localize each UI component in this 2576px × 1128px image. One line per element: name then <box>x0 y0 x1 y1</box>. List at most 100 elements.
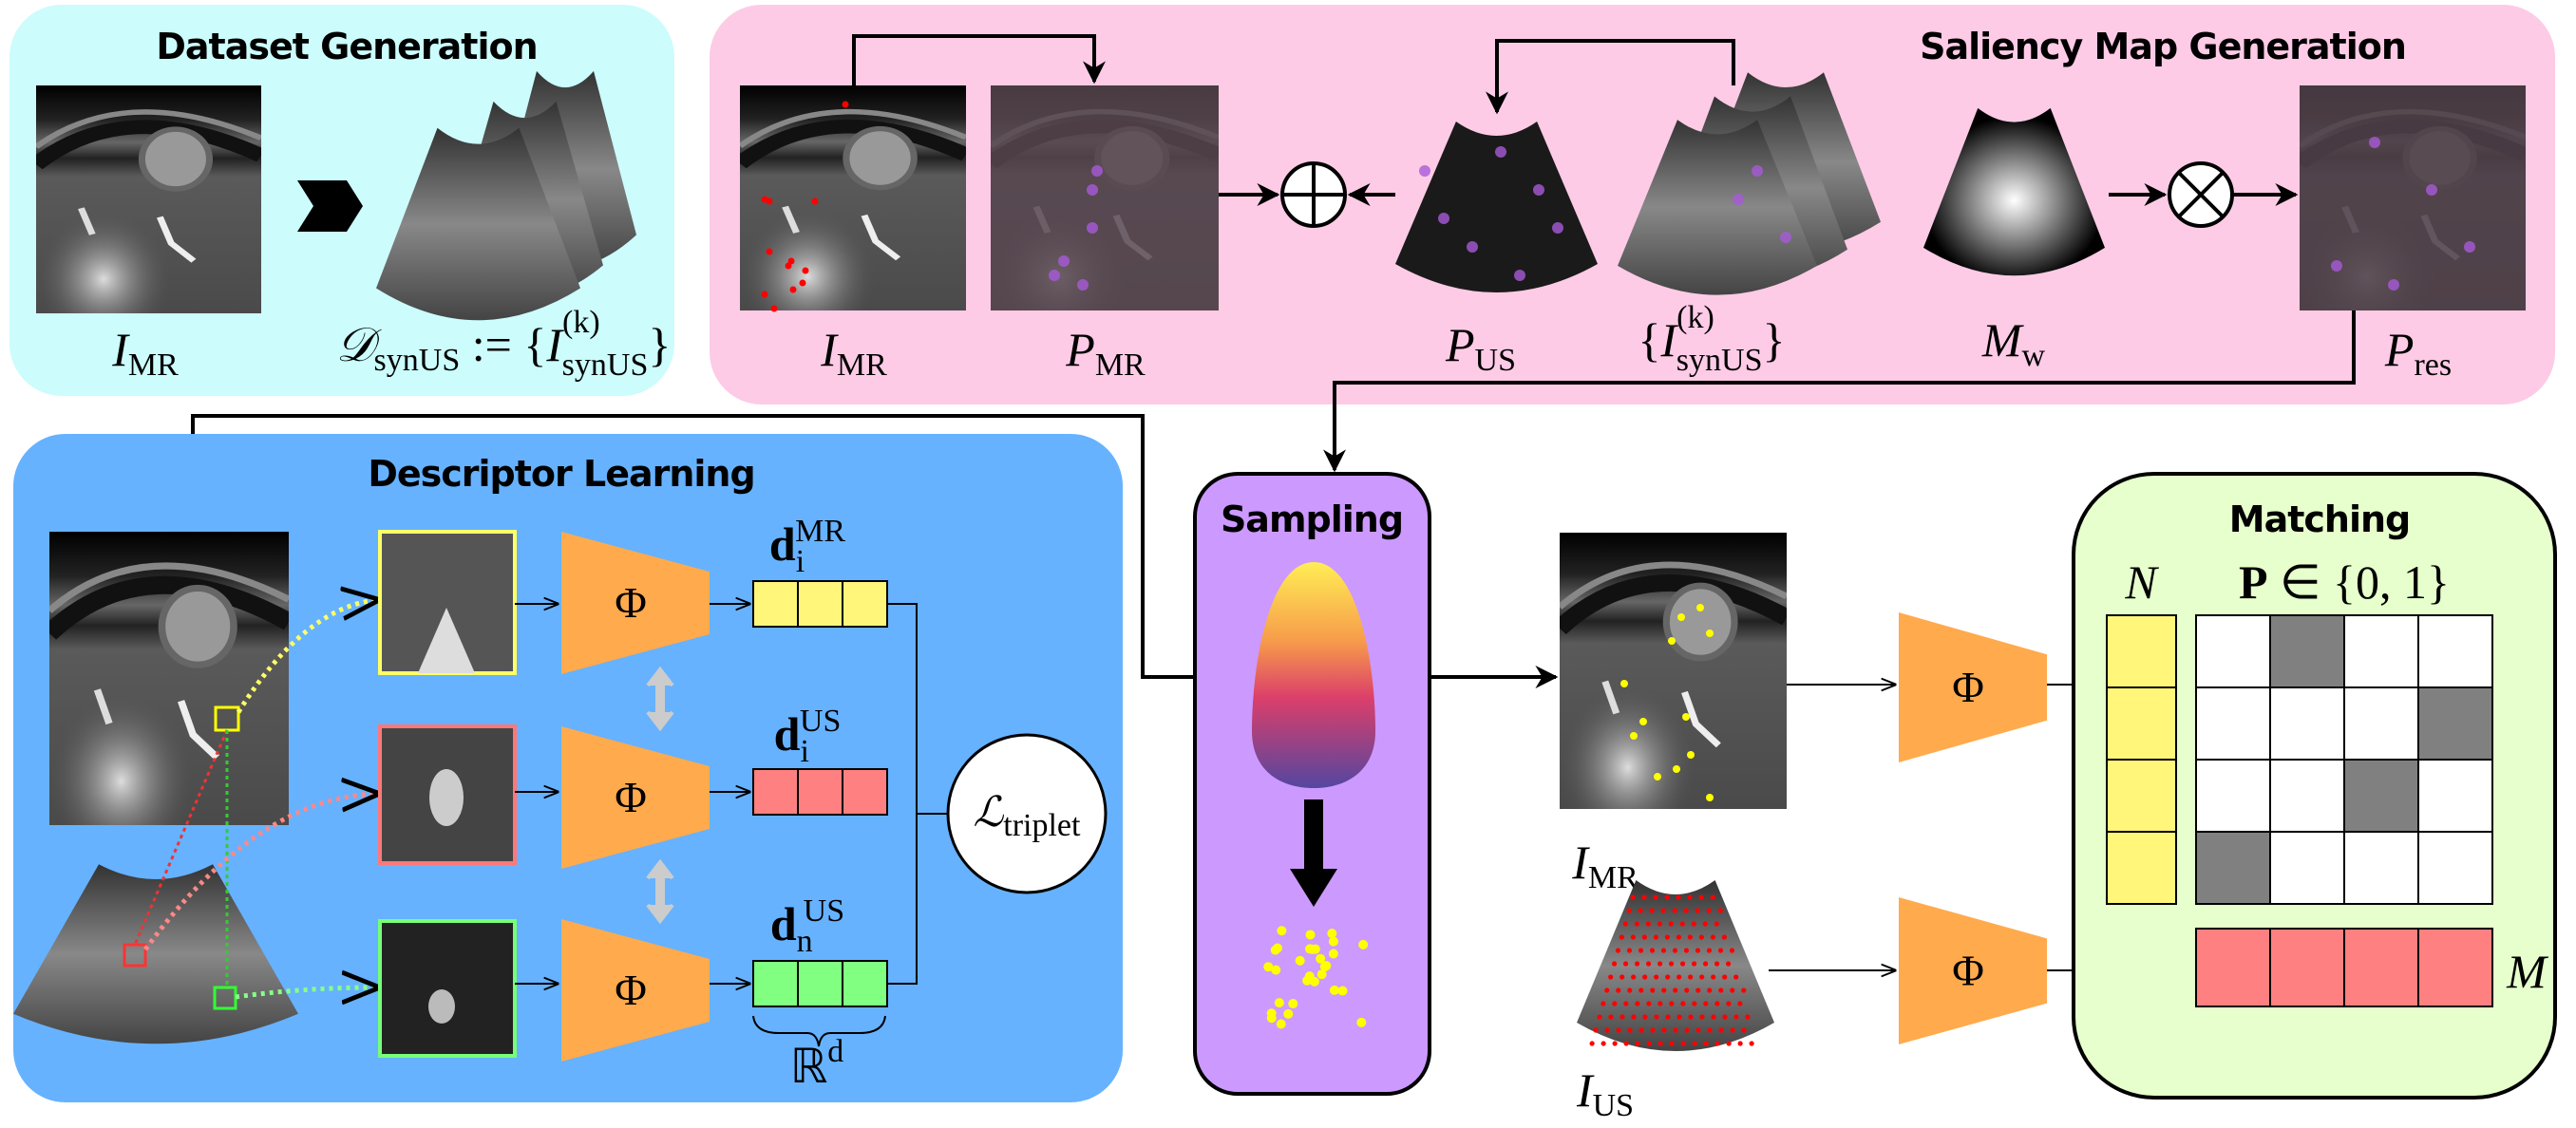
phi-label: Φ <box>1952 663 1984 711</box>
grid-keypoint <box>1657 1001 1663 1006</box>
descriptor-mr-image <box>49 532 289 825</box>
sample-point <box>1358 939 1369 949</box>
times-cross <box>2177 171 2225 218</box>
triplet-connector <box>886 603 948 985</box>
grid-keypoint <box>1706 908 1712 913</box>
grid-keypoint <box>1616 987 1621 993</box>
label-p-set: P ∈ {0, 1} <box>2239 555 2450 609</box>
sample-point <box>1328 949 1338 959</box>
grid-keypoint <box>1707 987 1713 993</box>
grid-keypoint <box>1729 948 1735 953</box>
grid-keypoint <box>1673 987 1678 993</box>
grid-keypoint <box>1642 1014 1648 1020</box>
phi-label: Φ <box>615 578 647 627</box>
grid-keypoint <box>1695 908 1700 913</box>
sample-point <box>1316 969 1327 980</box>
label-d-mr: diMR <box>769 514 845 579</box>
matching-encoder-us: Φ <box>1899 897 2047 1044</box>
arrow-imr-to-pmr <box>852 34 1106 85</box>
grid-keypoint <box>1660 948 1667 953</box>
encoder-trapezoid <box>1899 897 2047 1044</box>
saliency-peak <box>1495 146 1506 158</box>
grid-keypoint <box>1669 1001 1675 1006</box>
sample-point <box>1305 930 1316 940</box>
grid-keypoint <box>1683 908 1689 913</box>
assignment-cell <box>2269 831 2345 905</box>
mr-sampled-keypoints <box>1620 604 1714 801</box>
us-grid-keypoints <box>1589 894 1754 1046</box>
vector-cell <box>842 580 888 628</box>
grid-keypoint <box>1664 894 1670 900</box>
label-m-w: Mw <box>1981 313 2046 373</box>
grid-keypoint <box>1619 974 1625 980</box>
grid-keypoint <box>1631 974 1637 980</box>
descriptor-vector-us-positive <box>515 768 888 816</box>
grid-keypoint <box>1660 908 1666 913</box>
grid-keypoint <box>1650 1027 1656 1033</box>
grid-keypoint <box>1683 948 1690 953</box>
encoder-trapezoid <box>561 532 710 674</box>
grid-keypoint <box>1691 961 1697 967</box>
grid-keypoint <box>1627 1027 1633 1033</box>
grid-keypoint <box>1688 974 1694 980</box>
grid-keypoint <box>1714 1041 1720 1046</box>
matching-us-image <box>1577 880 1774 1051</box>
grid-keypoint <box>1733 974 1739 980</box>
grid-keypoint <box>1611 961 1618 967</box>
assignment-cell <box>2269 686 2345 761</box>
keypoint <box>789 286 797 293</box>
saliency-peak <box>1058 255 1070 267</box>
dimension-brace <box>752 1015 886 1047</box>
saliency-label-i-mr: IMR <box>820 323 887 383</box>
plus-cross <box>1282 163 1345 226</box>
grid-keypoint <box>1669 1041 1675 1046</box>
vector-cell <box>797 960 843 1007</box>
sampled-points <box>1263 926 1369 1029</box>
grid-keypoint <box>1676 894 1681 900</box>
matching-label-i-mr: IMR <box>1571 836 1638 895</box>
keypoint <box>1630 732 1638 740</box>
grid-keypoint <box>1706 948 1713 953</box>
mr-patch-link <box>236 600 376 714</box>
grid-keypoint <box>1737 1041 1743 1046</box>
grid-keypoint <box>1717 948 1724 953</box>
grid-keypoint <box>1623 1041 1629 1046</box>
grid-keypoint <box>1615 948 1621 953</box>
grid-keypoint <box>1699 1014 1705 1020</box>
assignment-cell <box>2343 759 2419 833</box>
saliency-peak <box>2464 241 2475 253</box>
sample-point <box>1283 1008 1294 1019</box>
grid-keypoint <box>1703 1001 1709 1006</box>
grid-keypoint <box>1722 1014 1728 1020</box>
encoder-phi-2: Φ <box>561 726 710 869</box>
saliency-peak <box>2331 260 2342 272</box>
keypoint <box>1639 718 1647 725</box>
sample-point <box>1307 944 1317 954</box>
assignment-cell <box>2343 831 2419 905</box>
sample-point <box>1272 943 1282 953</box>
chevron-arrow-icon <box>297 180 363 232</box>
assignment-cell <box>2417 831 2493 905</box>
assignment-cell <box>2417 759 2493 833</box>
mr-descriptor-cell <box>2106 759 2177 833</box>
matching-panel: Matching N P ∈ {0, 1} M <box>2072 472 2557 1100</box>
assignment-cell <box>2417 686 2493 761</box>
saliency-peak <box>2388 279 2399 291</box>
encoder-phi-1: Φ <box>561 532 710 674</box>
grid-keypoint <box>1638 908 1643 913</box>
grid-keypoint <box>1684 1027 1690 1033</box>
us-descriptor-cell <box>2269 928 2345 1007</box>
grid-keypoint <box>1702 921 1708 927</box>
correspondence-line <box>133 729 229 946</box>
shared-weights-arrowheads-2 <box>646 858 674 925</box>
sampling-down-arrow-icon <box>1290 799 1337 907</box>
grid-keypoint <box>1638 987 1644 993</box>
us-pos-patch-link <box>142 794 376 951</box>
sampling-panel: Sampling <box>1193 472 1431 1096</box>
saliency-peak <box>2369 137 2380 148</box>
grid-keypoint <box>1645 961 1652 967</box>
saliency-heat-dots <box>1049 137 2475 291</box>
label-d-us-n: dnUS <box>770 893 844 959</box>
saliency-mr-image <box>740 85 966 310</box>
